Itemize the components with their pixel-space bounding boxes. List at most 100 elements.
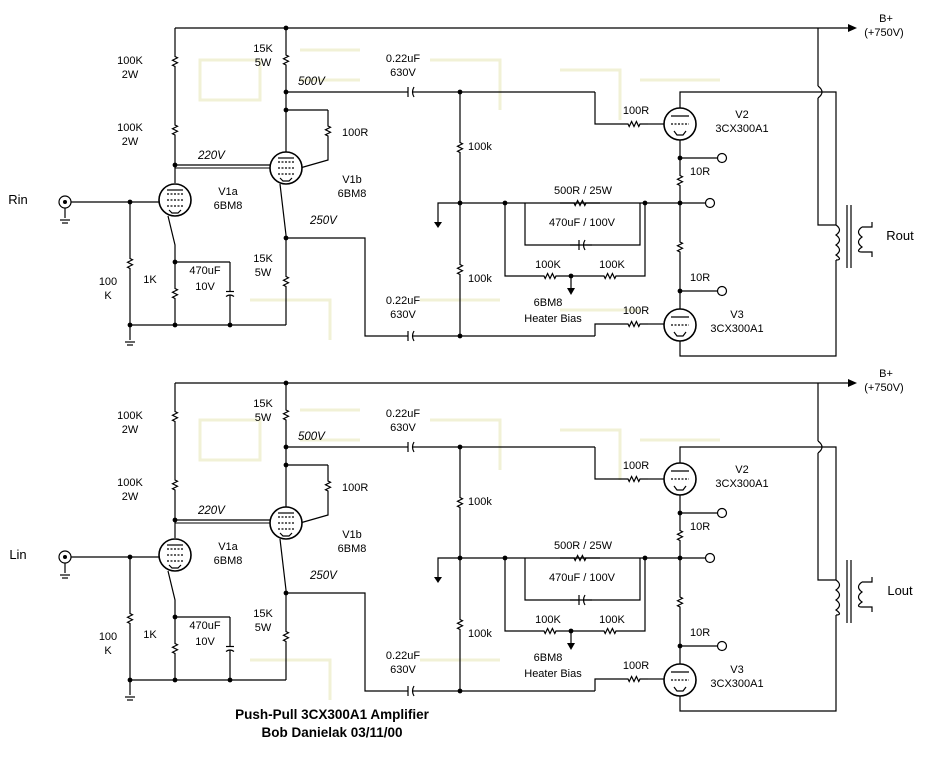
tube-v1b-name: V1b (342, 174, 362, 186)
bias-ground-icon (434, 577, 442, 583)
wire (286, 592, 400, 692)
heater-tap-arrow-icon (567, 643, 575, 650)
capacitor-coupling-bottom (400, 330, 420, 342)
capacitor-cathode-470uf (225, 617, 235, 680)
component-label: 0.22uF (386, 650, 421, 662)
wire (167, 570, 176, 617)
component-label: 5W (255, 57, 272, 69)
resistor-100k-2w-a (171, 28, 179, 95)
ground-symbol (60, 219, 70, 224)
component-label: 10V (195, 636, 215, 648)
voltage-label-220v: 220V (197, 150, 226, 162)
wire (594, 678, 620, 691)
resistor-grid-100k (126, 202, 134, 325)
wire (862, 251, 873, 257)
channel-right: B+(+750V)100K2W100K2W220VV1a6BM8Rin100K1… (8, 13, 914, 357)
resistor-plate-15k-5w (282, 383, 290, 447)
wire (299, 152, 329, 169)
component-label: 15K (253, 43, 273, 55)
tube-v1b-icon (269, 506, 303, 540)
heater-tap-arrow-icon (567, 288, 575, 295)
component-label: 100R (342, 127, 368, 139)
resistor-cathode-1k (171, 262, 179, 325)
component-label: 100 (99, 276, 117, 288)
component-label: 15K (253, 398, 273, 410)
tube-v1a-icon (158, 183, 192, 217)
component-label: 15K (253, 608, 273, 620)
tube-v2-name: V2 (735, 464, 748, 476)
wire (594, 92, 620, 125)
wire (862, 222, 873, 228)
capacitor-bias-470uf (570, 239, 592, 251)
component-label: 100k (468, 141, 492, 153)
junction-dot (283, 107, 289, 113)
channel-left: B+(+750V)100K2W100K2W220VV1a6BM8Lin100K1… (9, 368, 913, 712)
tube-v1a-icon (158, 538, 192, 572)
component-label: 100k (468, 496, 492, 508)
capacitor-bias-470uf (570, 594, 592, 606)
junction-dot (227, 322, 233, 328)
wire (817, 453, 836, 581)
resistor-screen-100r (324, 110, 332, 152)
resistor-grid-100k-top (456, 447, 464, 558)
tube-v2-type: 3CX300A1 (715, 478, 768, 490)
component-label: 0.22uF (386, 53, 421, 65)
component-label: 100R (342, 482, 368, 494)
resistor-bias-500r (560, 199, 600, 207)
resistor-v3-10r (676, 558, 684, 646)
tube-v3-icon (663, 663, 697, 697)
wire (862, 606, 873, 612)
resistor-bias-label: 500R / 25W (554, 540, 613, 552)
component-label: 100K (535, 259, 561, 271)
wire (299, 507, 329, 524)
tube-v1a-name: V1a (218, 541, 238, 553)
component-label: 470uF / 100V (549, 572, 616, 584)
component-label: 2W (122, 69, 139, 81)
component-label: 2W (122, 491, 139, 503)
tube-v1b-type: 6BM8 (338, 543, 367, 555)
heater-bias-text: Heater Bias (524, 668, 582, 680)
wire (594, 323, 620, 336)
resistor-grid-v2-100r (620, 475, 648, 483)
component-label: K (104, 290, 112, 302)
voltage-label-250v: 250V (309, 215, 338, 227)
heater-bias-tube: 6BM8 (534, 297, 563, 309)
component-label: 1K (143, 274, 157, 286)
resistor-divider-a (540, 627, 560, 635)
wire (504, 203, 540, 277)
terminal-bias (704, 197, 716, 209)
ground-symbol (125, 696, 135, 701)
wire (279, 538, 287, 593)
supply-label: B+ (879, 368, 893, 380)
resistor-divider-b (600, 272, 620, 280)
junction-dot (283, 462, 289, 468)
resistor-cathode-15k-5w (282, 238, 290, 325)
resistor-v2-10r (676, 158, 684, 203)
resistor-v2-10r (676, 513, 684, 558)
resistor-divider-a (540, 272, 560, 280)
voltage-label-220v: 220V (197, 505, 226, 517)
component-label: 5W (255, 622, 272, 634)
component-label: 100K (117, 410, 143, 422)
wire (524, 558, 641, 601)
resistor-grid-100k-bottom (456, 558, 464, 691)
voltage-label-500v: 500V (298, 431, 326, 443)
junction-dot (172, 322, 178, 328)
resistor-v3-10r (676, 203, 684, 291)
terminal-v3-filament (716, 640, 728, 652)
component-label: 100K (535, 614, 561, 626)
tube-v1b-type: 6BM8 (338, 188, 367, 200)
tube-v1a-name: V1a (218, 186, 238, 198)
resistor-cathode-1k (171, 617, 179, 680)
wire (679, 615, 837, 712)
wire (594, 447, 620, 480)
resistor-grid-v3-100r (620, 320, 648, 328)
component-label: 10V (195, 281, 215, 293)
tube-v3-name: V3 (730, 309, 743, 321)
capacitor-cathode-470uf (225, 262, 235, 325)
input-label: Rin (8, 192, 28, 207)
wire (286, 237, 400, 337)
resistor-grid-100k-bottom (456, 203, 464, 336)
wire (167, 215, 176, 262)
component-label: 470uF (189, 620, 220, 632)
